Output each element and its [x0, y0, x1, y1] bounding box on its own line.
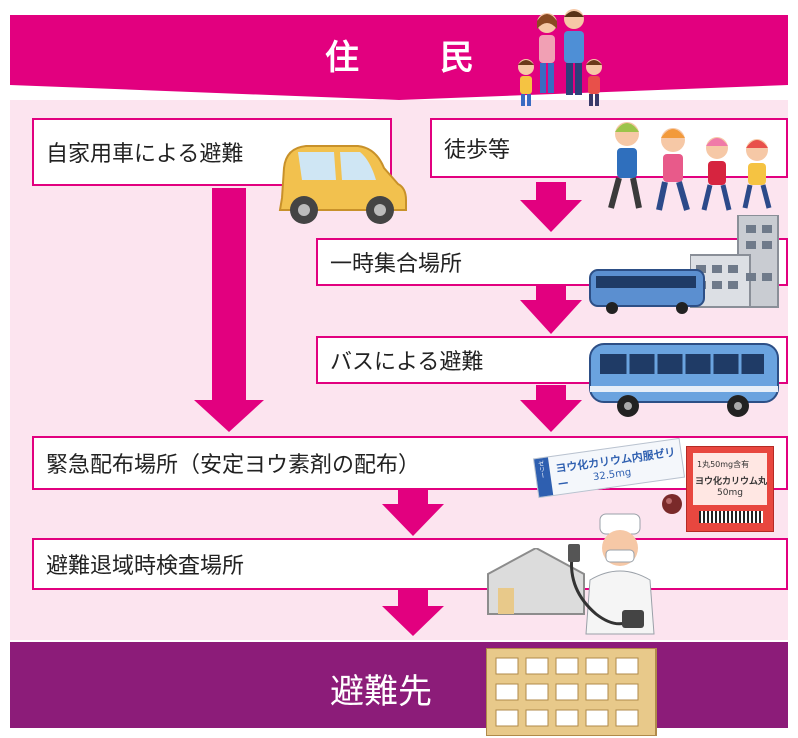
- pill-icon: [662, 494, 682, 514]
- house-icon: [487, 548, 585, 615]
- bus-icon: [589, 343, 779, 417]
- box-bus-label: バスによる避難: [330, 350, 484, 375]
- car-icon: [278, 145, 407, 224]
- box-inspection: 避難退域時検査場所: [32, 538, 788, 590]
- pack-inner: [693, 453, 767, 505]
- header-left-char: 住: [325, 38, 361, 78]
- box-inspection-label: 避難退域時検査場所: [46, 554, 245, 579]
- pill-pack: 1丸50mg含有 ヨウ化カリウム丸 50mg: [686, 446, 774, 532]
- family-icon: [518, 9, 602, 106]
- box-assembly-label: 一時集合場所: [330, 252, 463, 277]
- inspector-icon: [568, 513, 655, 635]
- pack-barcode: [699, 511, 763, 523]
- children-walking-icon: [608, 122, 772, 211]
- box-distribution-label: 緊急配布場所（安定ヨウ素剤の配布）: [46, 453, 421, 478]
- pack-dose: 50mg: [717, 488, 743, 498]
- box-car-label: 自家用車による避難: [46, 142, 244, 167]
- bus-small-icon: [589, 269, 705, 314]
- destination-label: 避難先: [330, 672, 432, 712]
- box-walking: 徒歩等: [430, 118, 788, 178]
- pack-header: 1丸50mg含有: [697, 460, 750, 469]
- apartment-icon: [486, 648, 657, 736]
- header-right-char: 民: [440, 38, 476, 78]
- pack-name: ヨウ化カリウム丸: [695, 477, 768, 487]
- box-walk-label: 徒歩等: [444, 138, 511, 163]
- destination-banner: [10, 642, 788, 728]
